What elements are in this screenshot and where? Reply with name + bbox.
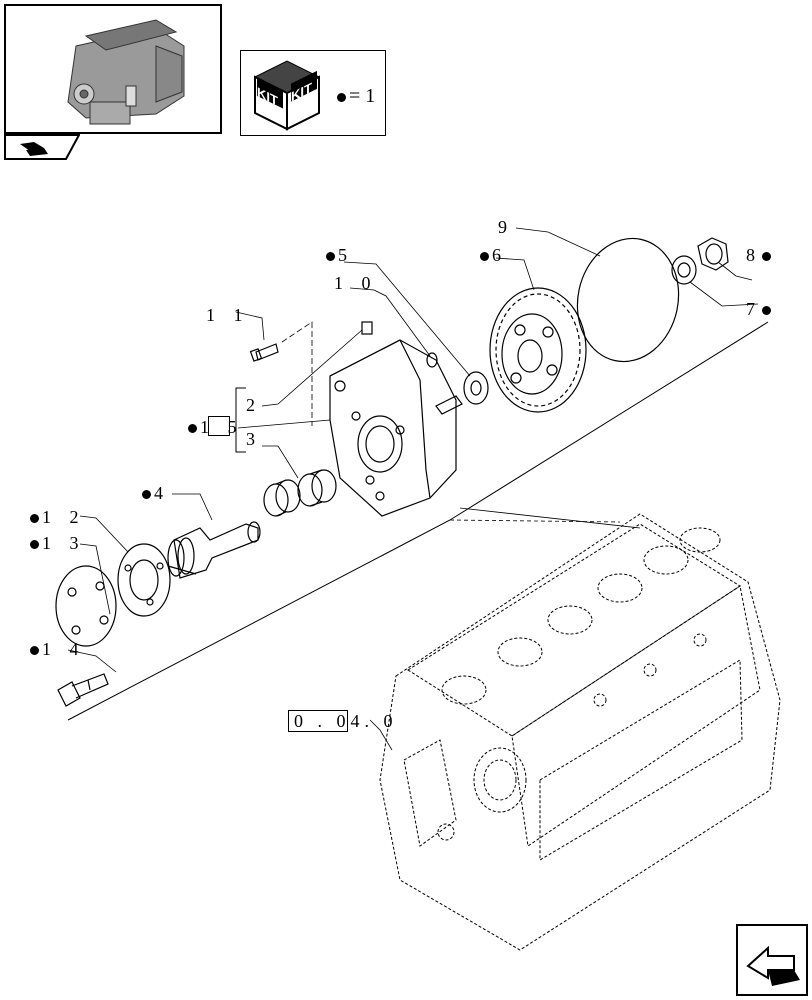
reference-link[interactable]: 0 . 04. 0 <box>294 711 398 731</box>
part-8-nut <box>697 237 729 271</box>
kit-bullet-icon <box>30 514 39 524</box>
callout-4: 4 <box>142 484 170 502</box>
callout-13: 1 3 <box>30 534 86 552</box>
engine-thumbnail[interactable] <box>4 4 222 134</box>
thumbnail-tab[interactable] <box>4 134 80 160</box>
callout-8: 8 <box>746 246 774 264</box>
engine-thumbnail-icon <box>67 19 185 125</box>
part-15-mounting-plate <box>329 339 463 517</box>
kit-box-icon: KIT KIT <box>253 60 321 131</box>
callout-15-box <box>208 416 230 436</box>
callout-15: 1 5 <box>188 418 244 436</box>
part-7-washer <box>671 255 697 285</box>
callout-12: 1 2 <box>30 508 86 526</box>
kit-bullet-icon <box>30 646 39 656</box>
part-3-bushings <box>263 469 337 517</box>
callout-9: 9 <box>498 217 514 237</box>
callout-2: 2 <box>246 395 262 415</box>
part-4-shaft <box>167 521 261 579</box>
kit-bullet-icon <box>188 424 197 434</box>
part-9-seal-ring <box>576 237 680 363</box>
kit-bullet-icon <box>142 490 151 500</box>
kit-quantity: = 1 <box>337 85 375 108</box>
assembly-outline <box>67 321 769 721</box>
reference-box <box>288 710 348 732</box>
kit-bullet-icon <box>480 252 489 262</box>
kit-bullet-icon <box>762 306 771 316</box>
book-icon <box>20 142 48 156</box>
kit-quantity-text: = 1 <box>349 85 376 107</box>
kit-bullet-icon <box>326 252 335 262</box>
kit-bullet-icon <box>762 252 771 262</box>
callout-10: 1 0 <box>334 273 378 293</box>
part-14-bolt <box>57 673 109 707</box>
callout-7: 7 <box>746 300 774 318</box>
callout-14: 1 4 <box>30 640 86 658</box>
part-5-washer <box>463 371 489 405</box>
part-10-plug <box>426 352 438 368</box>
next-page-button[interactable] <box>736 924 808 996</box>
part-12-flange <box>117 543 171 617</box>
kit-legend: KIT KIT = 1 <box>240 50 386 136</box>
next-page-arrow-icon <box>746 945 800 986</box>
engine-block <box>379 513 781 951</box>
callout-3: 3 <box>246 429 262 449</box>
callout-5: 5 <box>326 246 354 264</box>
part-6-gear <box>489 287 587 413</box>
kit-bullet-icon <box>337 92 346 102</box>
part-13-cover-plate <box>55 565 117 647</box>
callout-11: 1 1 <box>206 305 250 325</box>
kit-bullet-icon <box>30 540 39 550</box>
part-2-pin <box>361 321 373 335</box>
part-11-bolt <box>249 343 279 362</box>
callout-6: 6 <box>480 246 508 264</box>
